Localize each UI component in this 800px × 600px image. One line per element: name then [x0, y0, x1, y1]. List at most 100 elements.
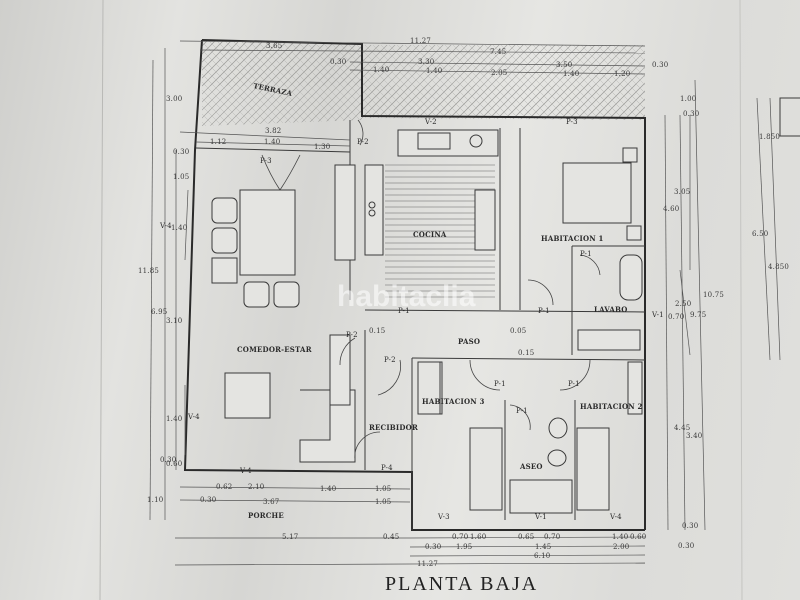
double-bed — [562, 162, 632, 224]
dimension-label: 1.40 — [373, 66, 390, 74]
wall — [195, 147, 351, 153]
dimension-label: 0.70 — [668, 313, 685, 321]
armchair — [273, 281, 300, 308]
opening-label: V-3 — [438, 513, 450, 521]
dimension-label: 0.30 — [200, 496, 217, 504]
dimension-label: 1.40 — [563, 70, 580, 78]
dimension-label: 11.85 — [138, 267, 160, 275]
room-label-recibidor: RECIBIDOR — [369, 423, 418, 432]
door-swing — [527, 279, 554, 306]
dimension-label: 0.05 — [510, 327, 527, 335]
paper-fold — [739, 0, 743, 600]
dimension-label: 0.70 — [544, 533, 561, 541]
dimension-label: 0.45 — [383, 533, 400, 541]
dimension-label: 1.12 — [210, 138, 227, 146]
dimension-label: 4.850 — [768, 263, 790, 271]
dimension-label: 0.30 — [683, 110, 700, 118]
dimension-label: 1.30 — [314, 143, 331, 151]
opening-label: P-2 — [346, 331, 358, 339]
door-swing — [469, 359, 501, 391]
dimension-label: 0.30 — [330, 58, 347, 66]
toilet — [547, 449, 567, 467]
dimension-label: 3.50 — [556, 61, 573, 69]
dimension-label: 3.05 — [674, 188, 691, 196]
l-shaped-counter — [299, 389, 356, 463]
opening-label: V-4 — [188, 413, 200, 421]
dimension-label: 0.30 — [652, 61, 669, 69]
watermark: habitaclia — [337, 280, 476, 313]
dimension-label: 1.05 — [375, 485, 392, 493]
door-swing — [559, 359, 591, 391]
dimension-label: 0.15 — [369, 327, 386, 335]
terrace-hatch — [202, 40, 362, 126]
opening-label: P-4 — [381, 464, 393, 472]
nightstand — [626, 225, 642, 241]
sofa-table — [239, 189, 296, 276]
dimension-label: 0.30 — [173, 148, 190, 156]
dimension-label: 1.40 — [171, 224, 188, 232]
dimension-label: 3.10 — [166, 317, 183, 325]
dimension-label: 0.30 — [160, 456, 177, 464]
opening-label: V-1 — [535, 513, 547, 521]
opening-label: P-2 — [357, 138, 369, 146]
dimension-label: 3.82 — [265, 127, 282, 135]
dimension-label: 7.45 — [490, 48, 507, 56]
dimension-label: 0.30 — [425, 543, 442, 551]
dimension-label: 6.95 — [151, 308, 168, 316]
door-swing — [261, 154, 301, 191]
washbasin — [548, 417, 568, 439]
dimension-lines — [149, 40, 800, 566]
room-label-cocina: COCINA — [413, 230, 447, 239]
door-swing — [357, 119, 364, 146]
dimension-label: 11.27 — [410, 37, 432, 45]
dimension-label: 1.850 — [759, 133, 781, 141]
opening-label: P-1 — [538, 307, 550, 315]
armchair — [211, 197, 238, 224]
dimension-label: 1.05 — [173, 173, 190, 181]
dimension-label: 2.10 — [248, 483, 265, 491]
dimension-label: 1.20 — [614, 70, 631, 78]
dimension-label: 1.00 — [680, 95, 697, 103]
dimension-label: 9.75 — [690, 311, 707, 319]
wardrobe — [417, 361, 441, 415]
dimension-label: 0.60 — [630, 533, 647, 541]
room-label-habitacion-3: HABITACION 3 — [422, 397, 485, 406]
armchair — [243, 281, 270, 308]
dimension-label: 1.05 — [375, 498, 392, 506]
opening-label: P-1 — [568, 380, 580, 388]
cabinet — [334, 164, 356, 261]
stove — [469, 134, 483, 148]
hob — [368, 201, 376, 209]
room-label-habitacion-2: HABITACION 2 — [580, 402, 643, 411]
single-bed — [469, 427, 503, 511]
dimension-label: 0.15 — [518, 349, 535, 357]
dimension-label: 2.05 — [491, 69, 508, 77]
dimension-label: 1.40 — [612, 533, 629, 541]
opening-label: V-1 — [652, 311, 664, 319]
wall — [411, 357, 646, 361]
dimension-label: 6.50 — [752, 230, 769, 238]
dimension-label: 1.40 — [166, 415, 183, 423]
armchair — [211, 227, 238, 254]
room-label-lavabo: LAVABO — [594, 305, 628, 314]
door-swing — [339, 337, 356, 366]
dimension-label: 1.40 — [320, 485, 337, 493]
room-label-comedor-estar: COMEDOR-ESTAR — [237, 345, 312, 354]
shower-tray — [509, 479, 573, 514]
hob — [368, 209, 376, 217]
door-swing — [377, 359, 401, 396]
dimension-label: 4.45 — [674, 424, 691, 432]
dimension-label: 3.65 — [266, 42, 283, 50]
dining-table — [224, 372, 271, 419]
opening-label: V-2 — [425, 118, 437, 126]
nightstand — [622, 147, 638, 163]
terrace-hatch — [362, 45, 645, 117]
dimension-label: 1.45 — [535, 543, 552, 551]
opening-label: V-4 — [160, 222, 172, 230]
opening-label: P-1 — [516, 407, 528, 415]
room-label-habitacion-1: HABITACION 1 — [541, 234, 604, 243]
dimension-label: 1.60 — [470, 533, 487, 541]
armchair — [211, 257, 238, 284]
